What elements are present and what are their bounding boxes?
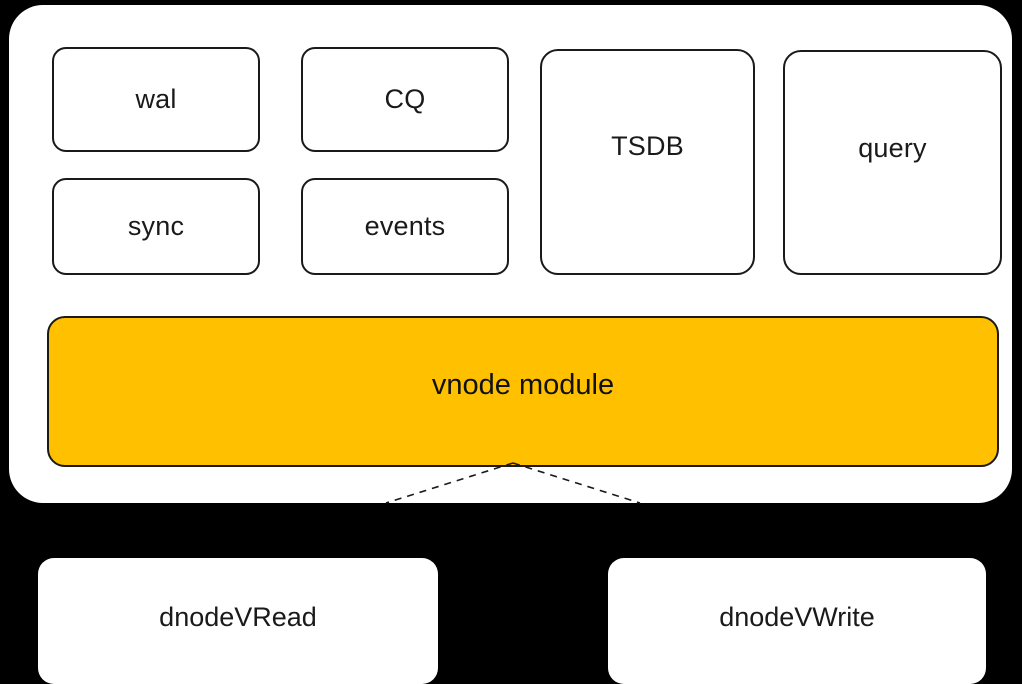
module-label-cq: CQ <box>384 84 426 114</box>
dnode-box-vwrite[interactable]: dnodeVWrite <box>608 558 986 684</box>
module-label-query: query <box>858 133 927 163</box>
module-box-tsdb[interactable]: TSDB <box>540 49 755 275</box>
module-box-wal[interactable]: wal <box>52 47 260 152</box>
vnode-module-label: vnode module <box>431 369 615 401</box>
module-box-cq[interactable]: CQ <box>301 47 509 152</box>
module-box-events[interactable]: events <box>301 178 509 275</box>
dnode-label-vread: dnodeVRead <box>159 601 317 632</box>
module-box-query[interactable]: query <box>783 50 1002 275</box>
module-label-sync: sync <box>127 211 185 241</box>
vnode-container-panel: wal CQ sync events TSDB query vnode modu… <box>9 5 1012 503</box>
vnode-module-bar[interactable]: vnode module <box>47 316 999 467</box>
dnode-box-vread[interactable]: dnodeVRead <box>38 558 438 684</box>
module-label-wal: wal <box>135 84 177 114</box>
module-label-events: events <box>364 211 446 241</box>
diagram-canvas: wal CQ sync events TSDB query vnode modu… <box>9 5 1012 684</box>
module-box-sync[interactable]: sync <box>52 178 260 275</box>
dnode-label-vwrite: dnodeVWrite <box>719 601 875 632</box>
module-label-tsdb: TSDB <box>611 130 684 161</box>
